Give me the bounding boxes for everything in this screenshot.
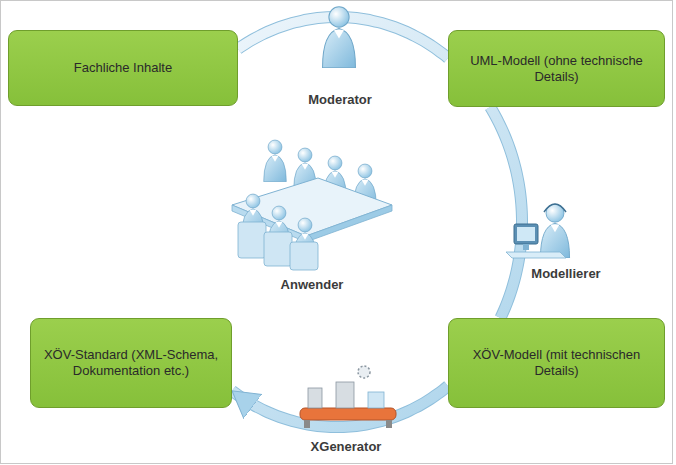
process-box: XÖV-Standard (XML-Schema, Dokumentation … — [30, 318, 232, 408]
process-box: Fachliche Inhalte — [8, 30, 238, 106]
cycle-arrow — [490, 107, 522, 318]
moderator-figure — [323, 7, 356, 68]
role-label: XGenerator — [311, 439, 382, 454]
box-text: XÖV-Modell (mit technischen Details) — [461, 347, 652, 379]
box-text: XÖV-Standard (XML-Schema, Dokumentation … — [43, 347, 219, 379]
cycle-arrow-outline — [490, 107, 522, 318]
role-label: Modellierer — [531, 266, 600, 281]
meeting-figure — [232, 140, 392, 270]
process-box: XÖV-Modell (mit technischen Details) — [448, 318, 665, 408]
cycle-arrow-band — [490, 107, 522, 318]
generator-figure — [300, 366, 396, 428]
process-box: UML-Modell (ohne technische Details) — [448, 30, 665, 107]
box-text: Fachliche Inhalte — [74, 60, 172, 76]
role-label: Anwender — [281, 277, 344, 292]
modeller-figure — [506, 204, 570, 258]
box-text: UML-Modell (ohne technische Details) — [461, 53, 652, 85]
role-label: Moderator — [308, 92, 372, 107]
